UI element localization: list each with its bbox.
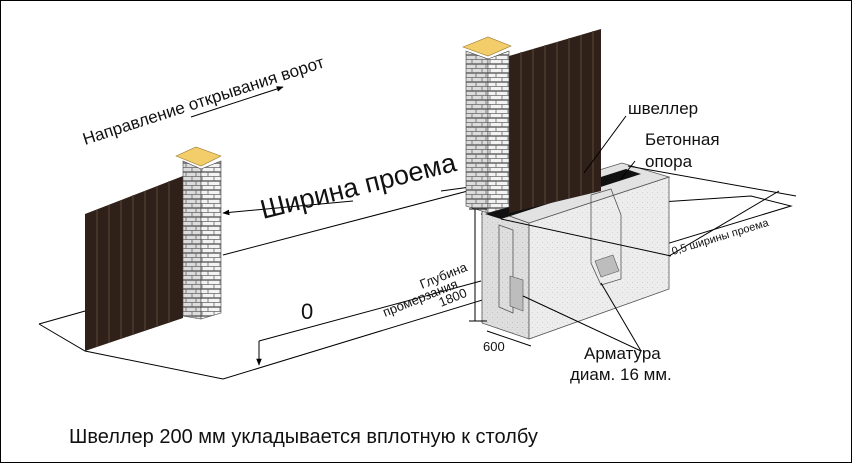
- channel-leader: [583, 115, 627, 174]
- concrete-support-label-line1: Бетонная: [645, 130, 720, 149]
- rebar-label-line2: диам. 16 мм.: [570, 365, 672, 384]
- left-gate-leaf: [85, 176, 183, 351]
- channel-label: швеллер: [628, 99, 698, 118]
- left-brick-post: [175, 146, 222, 320]
- opening-width-label: Ширина проема: [257, 147, 460, 225]
- diagram-caption: Швеллер 200 мм укладывается вплотную к с…: [69, 426, 538, 448]
- half-width-line-bottom: [500, 218, 672, 257]
- rebar-label-line1: Арматура: [584, 344, 661, 363]
- concrete-support-label-line2: опора: [645, 152, 693, 171]
- left-post-cap: [175, 146, 222, 167]
- half-width-line-top: [627, 165, 797, 197]
- zero-label: 0: [301, 299, 313, 324]
- zero-dimension-line: [258, 280, 482, 342]
- half-width-dim: [668, 190, 780, 257]
- right-gate-leaf: [509, 29, 601, 213]
- width-600-dim-line: [486, 330, 532, 347]
- rebar-leader-2: [522, 295, 642, 352]
- opening-width-extension: [222, 180, 507, 256]
- rebar-leader-1: [600, 282, 642, 352]
- right-post-cap: [462, 36, 512, 57]
- width-600-label: 600: [483, 339, 505, 354]
- right-brick-post: [462, 36, 512, 214]
- half-width-label: 0,5 ширины проема: [670, 217, 771, 258]
- direction-arrow: [190, 86, 284, 118]
- direction-label: Направление открывания ворот: [80, 53, 326, 149]
- opening-width-arrow-left: [222, 200, 354, 216]
- concrete-leader: [620, 160, 636, 180]
